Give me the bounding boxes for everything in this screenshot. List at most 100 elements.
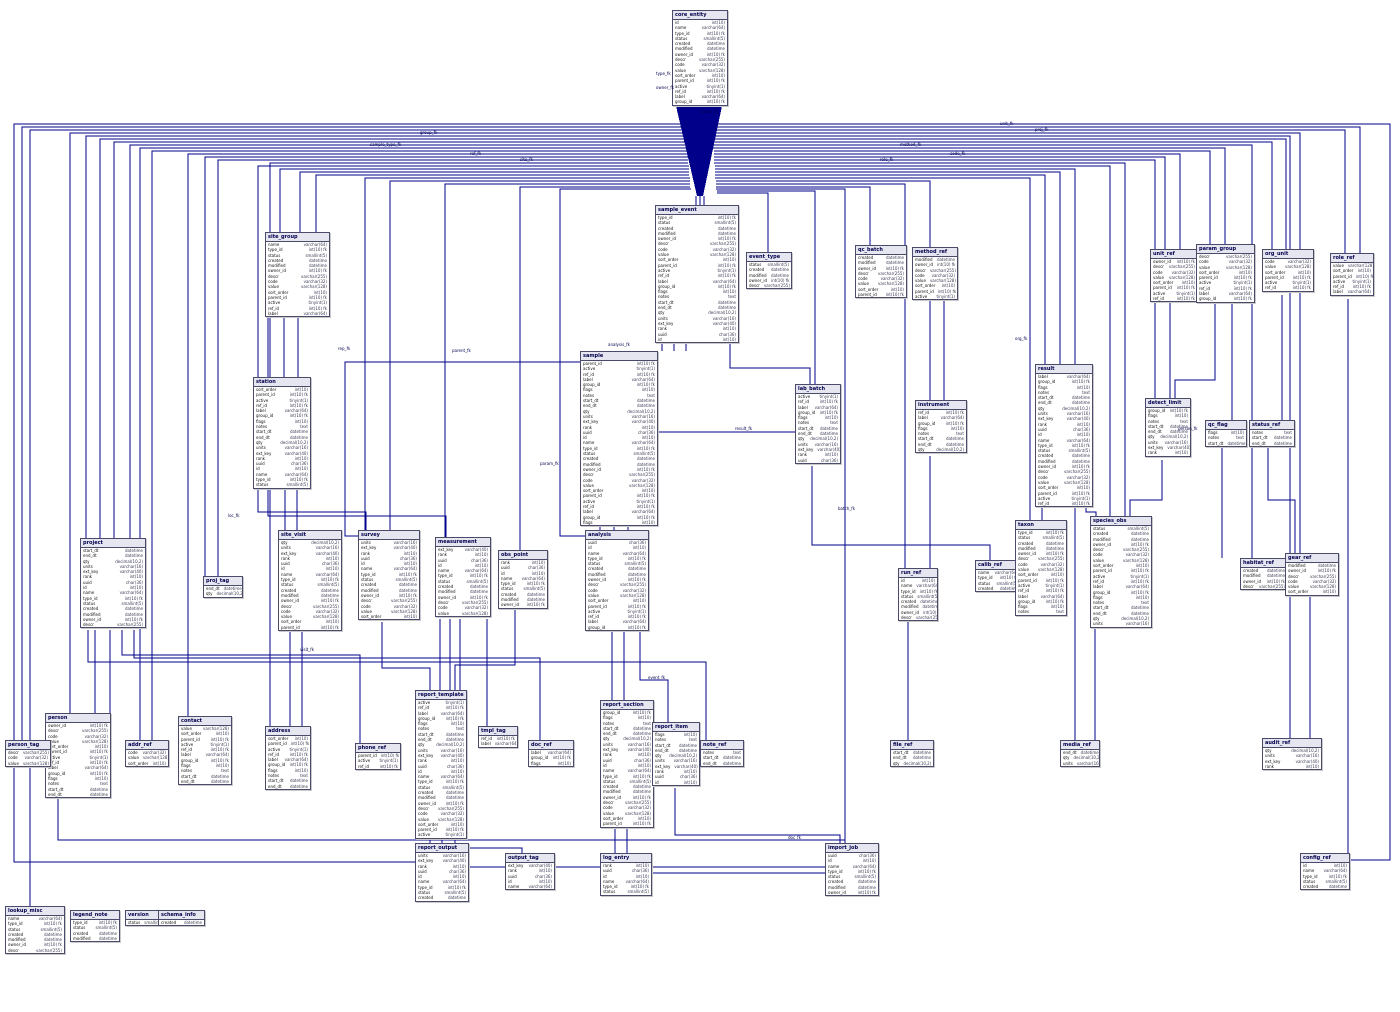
column-name: group_id xyxy=(1148,408,1166,413)
column-type: datetime xyxy=(445,731,464,737)
column-name: owner_id xyxy=(1018,551,1037,557)
column-type: int(10) fk xyxy=(632,773,651,779)
column-type: text xyxy=(733,750,741,755)
column-type: datetime xyxy=(1080,750,1099,755)
column-type: int(10) xyxy=(1076,384,1090,390)
column-name: notes xyxy=(1148,418,1160,424)
column-name: uuid xyxy=(603,868,612,874)
column-name: uuid xyxy=(281,561,290,567)
column-name: uuid xyxy=(588,540,597,545)
column-type: int(10) fk xyxy=(43,942,62,948)
column-name: value xyxy=(1333,263,1344,268)
column-name: notes xyxy=(268,773,280,779)
edge-label: role_fk xyxy=(880,157,894,162)
column-name: id xyxy=(508,878,512,884)
column-type: int(10) xyxy=(450,821,464,827)
column-name: units xyxy=(1265,753,1275,759)
column-type: varchar(255) xyxy=(625,800,651,806)
column-name: owner_id xyxy=(418,800,437,806)
table-run_ref[interactable]: run_refidint(10)namevarchar(64)type_idin… xyxy=(898,568,938,622)
column-name: id xyxy=(603,873,607,879)
column-type: int(10) xyxy=(313,289,327,295)
column-type: int(10) fk xyxy=(445,800,464,806)
column-name: created xyxy=(978,585,994,591)
column-type: int(10) fk xyxy=(289,413,308,419)
relationship-edge xyxy=(444,183,690,537)
column-name: owner_id xyxy=(83,616,102,622)
relationship-edge xyxy=(1129,460,1163,516)
column-type: decimal(10,2) xyxy=(1062,405,1090,411)
column-type: datetime xyxy=(636,403,655,409)
relationship-edge xyxy=(113,141,687,538)
